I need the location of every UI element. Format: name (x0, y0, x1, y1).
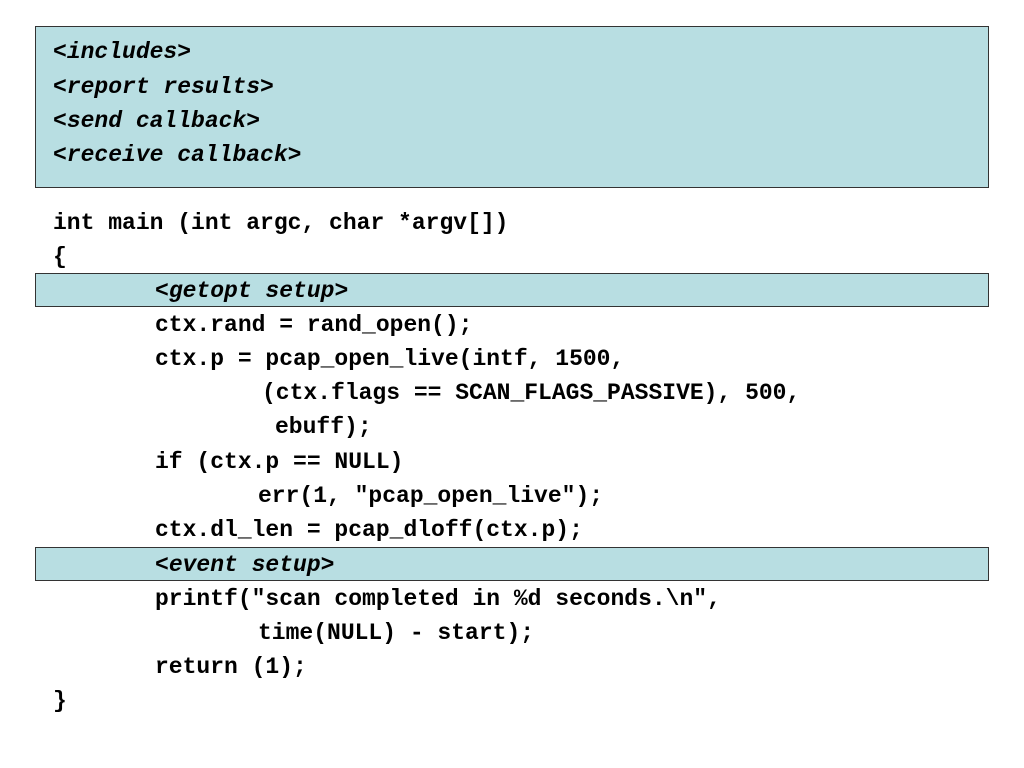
if-null-line: if (ctx.p == NULL) (155, 449, 404, 475)
getopt-highlight-band (35, 273, 989, 307)
event-highlight-band (35, 547, 989, 581)
err-line: err(1, "pcap_open_live"); (258, 483, 604, 509)
header-placeholder-box (35, 26, 989, 188)
send-callback-placeholder: <send callback> (53, 108, 261, 134)
close-brace: } (53, 688, 67, 714)
pcap-open-live-line-3: ebuff); (275, 414, 372, 440)
printf-line-2: time(NULL) - start); (258, 620, 535, 646)
includes-placeholder: <includes> (53, 39, 192, 65)
open-brace: { (53, 244, 67, 270)
report-results-placeholder: <report results> (53, 74, 274, 100)
return-line: return (1); (155, 654, 307, 680)
printf-line-1: printf("scan completed in %d seconds.\n"… (155, 586, 721, 612)
pcap-open-live-line-1: ctx.p = pcap_open_live(intf, 1500, (155, 346, 625, 372)
receive-callback-placeholder: <receive callback> (53, 142, 302, 168)
event-setup-placeholder: <event setup> (155, 552, 335, 578)
getopt-setup-placeholder: <getopt setup> (155, 278, 349, 304)
rand-open-line: ctx.rand = rand_open(); (155, 312, 473, 338)
dl-len-line: ctx.dl_len = pcap_dloff(ctx.p); (155, 517, 583, 543)
main-signature: int main (int argc, char *argv[]) (53, 210, 509, 236)
pcap-open-live-line-2: (ctx.flags == SCAN_FLAGS_PASSIVE), 500, (262, 380, 801, 406)
